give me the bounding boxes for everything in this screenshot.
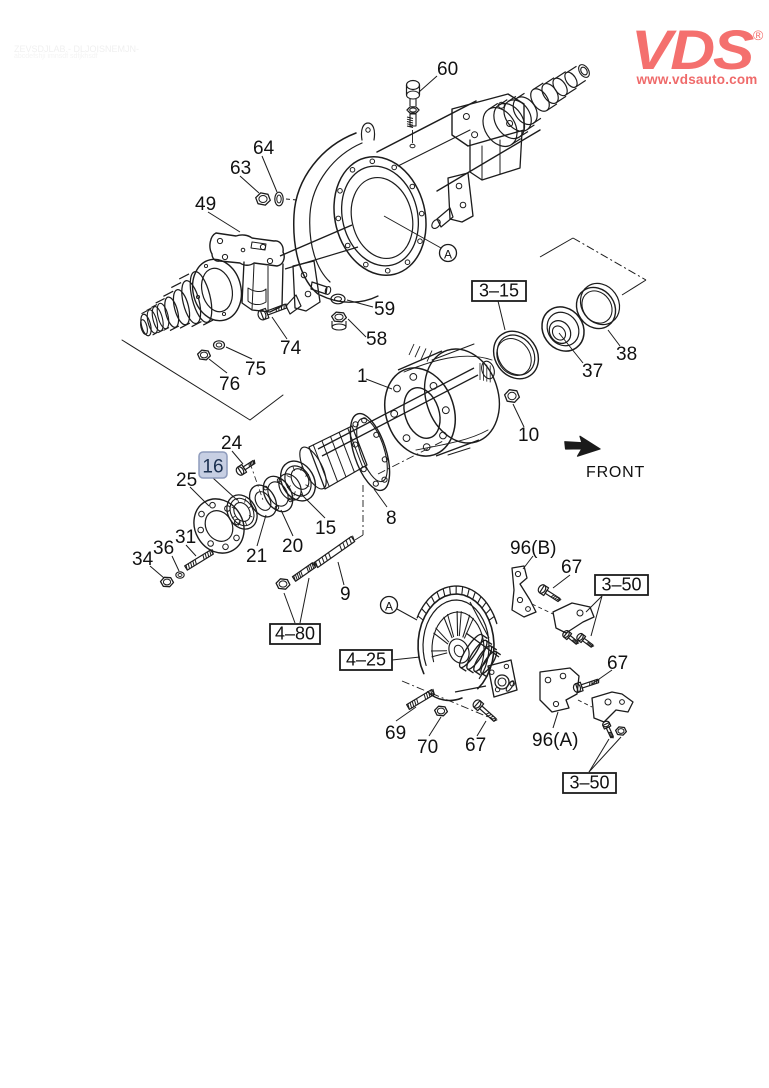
svg-text:70: 70	[417, 737, 438, 758]
svg-text:58: 58	[366, 329, 387, 350]
svg-text:20: 20	[282, 536, 303, 557]
svg-text:34: 34	[132, 549, 154, 570]
svg-text:38: 38	[616, 344, 637, 365]
svg-text:FRONT: FRONT	[586, 464, 645, 481]
svg-text:16: 16	[202, 457, 223, 478]
svg-text:67: 67	[607, 653, 628, 674]
svg-text:31: 31	[175, 527, 196, 548]
svg-text:96(A): 96(A)	[532, 730, 578, 751]
svg-text:63: 63	[230, 158, 251, 179]
svg-text:67: 67	[465, 735, 486, 756]
svg-text:ZEVSDJLAB.- DLJOISNEMJN-: ZEVSDJLAB.- DLJOISNEMJN-	[14, 44, 139, 54]
svg-text:A: A	[444, 248, 452, 262]
svg-text:3–50: 3–50	[569, 773, 609, 793]
svg-text:9: 9	[340, 584, 351, 605]
svg-text:76: 76	[219, 374, 240, 395]
svg-text:67: 67	[561, 557, 582, 578]
svg-text:4–80: 4–80	[275, 624, 315, 644]
svg-text:75: 75	[245, 359, 266, 380]
svg-text:®: ®	[753, 27, 764, 43]
svg-text:37: 37	[582, 361, 603, 382]
svg-text:64: 64	[253, 138, 275, 159]
svg-text:A: A	[385, 600, 393, 614]
svg-text:49: 49	[195, 194, 216, 215]
svg-text:60: 60	[437, 59, 458, 80]
svg-text:74: 74	[280, 338, 302, 359]
svg-text:4–25: 4–25	[346, 650, 386, 670]
svg-text:abcdefshji imnsdf sdfjkhsdf: abcdefshji imnsdf sdfjkhsdf	[14, 53, 98, 60]
svg-text:VDS: VDS	[631, 18, 754, 81]
svg-text:15: 15	[315, 518, 336, 539]
svg-text:www.vdsauto.com: www.vdsauto.com	[635, 72, 757, 87]
svg-text:96(B): 96(B)	[510, 538, 556, 559]
svg-text:69: 69	[385, 723, 406, 744]
svg-text:25: 25	[176, 470, 197, 491]
svg-text:21: 21	[246, 546, 267, 567]
svg-text:36: 36	[153, 538, 174, 559]
svg-text:8: 8	[386, 508, 397, 529]
svg-text:10: 10	[518, 425, 539, 446]
svg-text:3–15: 3–15	[479, 281, 519, 301]
svg-text:1: 1	[357, 366, 368, 387]
svg-text:59: 59	[374, 299, 395, 320]
svg-text:3–50: 3–50	[601, 575, 641, 595]
svg-text:24: 24	[221, 433, 243, 454]
